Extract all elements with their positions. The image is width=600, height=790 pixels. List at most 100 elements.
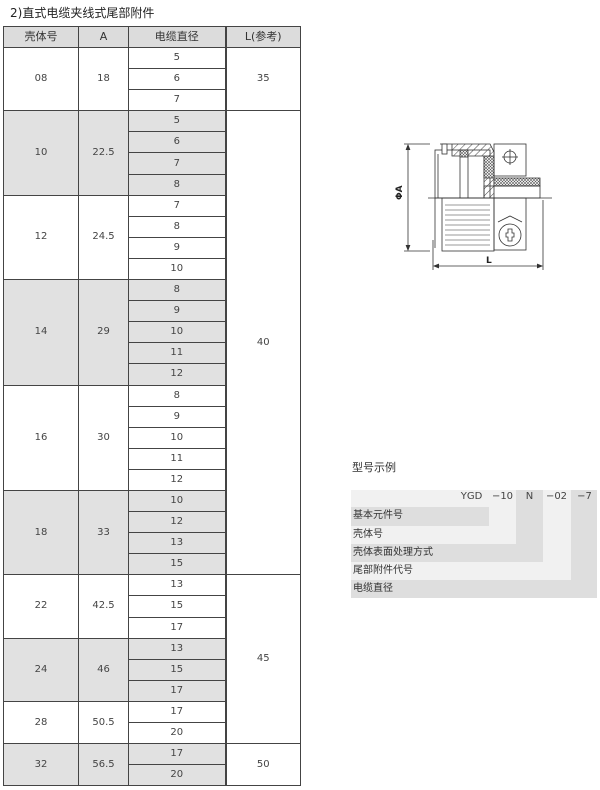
a-dimension-cell: 42.5	[78, 574, 129, 639]
a-dimension-cell: 24.5	[78, 194, 129, 281]
header-l: L(参考)	[224, 26, 301, 48]
shell-size-cell: 22	[3, 574, 79, 639]
l-reference-cell: 35	[224, 46, 301, 112]
dimension-a-label: ΦA	[395, 185, 405, 200]
shell-size-cell: 08	[3, 46, 79, 112]
shell-size-cell: 28	[3, 700, 79, 745]
table-row: 12	[4, 363, 301, 386]
a-dimension-cell: 18	[78, 46, 129, 112]
table-row: 17	[4, 679, 301, 702]
cable-diameter-cell: 15	[128, 658, 226, 681]
a-dimension-cell: 56.5	[78, 743, 129, 787]
cable-diameter-cell: 8	[128, 215, 226, 238]
a-dimension-cell: 30	[78, 384, 129, 491]
shell-size-cell: 14	[3, 279, 79, 386]
dimension-l-label: L	[486, 256, 492, 266]
cable-diameter-cell: 10	[128, 321, 226, 344]
table-row: 20	[4, 764, 301, 787]
label-cable-diameter: 电缆直径	[353, 583, 393, 594]
code-shell: −10	[491, 491, 514, 502]
label-surface-finish: 壳体表面处理方式	[353, 547, 433, 558]
shell-size-cell: 12	[3, 194, 79, 281]
cable-diameter-cell: 15	[128, 553, 226, 576]
cable-diameter-cell: 17	[128, 700, 226, 724]
table-row: 12	[4, 511, 301, 534]
cable-diameter-cell: 12	[128, 468, 226, 491]
table-row: 7	[4, 152, 301, 175]
cable-diameter-cell: 9	[128, 300, 226, 323]
header-shell: 壳体号	[3, 26, 79, 48]
model-example-title: 型号示例	[352, 461, 396, 474]
shell-size-cell: 32	[3, 743, 79, 787]
shell-size-cell: 18	[3, 489, 79, 576]
code-strip-shell	[489, 490, 516, 526]
cable-diameter-cell: 5	[128, 46, 226, 70]
code-finish: N	[525, 491, 534, 502]
connector-drawing-svg: ΦA L	[395, 143, 552, 270]
code-base: YGD	[460, 491, 483, 502]
label-row-bg	[351, 580, 597, 598]
cable-diameter-cell: 8	[128, 279, 226, 302]
cable-diameter-cell: 20	[128, 764, 226, 787]
cable-diameter-cell: 9	[128, 405, 226, 428]
cable-diameter-cell: 12	[128, 363, 226, 386]
label-row-bg	[351, 507, 489, 526]
cable-diameter-cell: 17	[128, 679, 226, 702]
label-row-bg	[351, 526, 516, 544]
cable-diameter-cell: 17	[128, 616, 226, 639]
label-accessory-code: 尾部附件代号	[353, 565, 413, 576]
cable-diameter-cell: 9	[128, 236, 226, 259]
table-row: 8	[4, 173, 301, 196]
header-a: A	[78, 26, 129, 48]
label-shell-size: 壳体号	[353, 529, 383, 540]
label-row-bg	[351, 562, 571, 580]
cable-diameter-cell: 10	[128, 489, 226, 513]
a-dimension-cell: 50.5	[78, 700, 129, 745]
table-header: 壳体号 A 电缆直径 L(参考)	[3, 26, 301, 48]
cable-diameter-cell: 17	[128, 743, 226, 766]
cable-diameter-cell: 12	[128, 511, 226, 534]
header-cable-diameter: 电缆直径	[128, 26, 226, 48]
a-dimension-cell: 33	[78, 489, 129, 576]
cable-diameter-cell: 7	[128, 194, 226, 217]
cable-diameter-cell: 13	[128, 574, 226, 597]
l-reference-cell: 45	[224, 574, 301, 745]
label-row-bg	[351, 544, 543, 562]
shell-size-cell: 10	[3, 110, 79, 196]
a-dimension-cell: 22.5	[78, 110, 129, 196]
label-base-part: 基本元件号	[353, 510, 403, 521]
cable-diameter-cell: 15	[128, 595, 226, 618]
l-reference-cell: 50	[224, 743, 301, 787]
cable-diameter-cell: 8	[128, 173, 226, 196]
connector-drawing: ΦA L	[390, 120, 570, 280]
cable-diameter-cell: 20	[128, 721, 226, 745]
cable-diameter-cell: 8	[128, 384, 226, 407]
cable-diameter-cell: 6	[128, 68, 226, 91]
cable-diameter-cell: 11	[128, 342, 226, 365]
cable-diameter-cell: 13	[128, 532, 226, 555]
cable-diameter-cell: 10	[128, 426, 226, 449]
shell-size-cell: 16	[3, 384, 79, 491]
l-reference-cell: 40	[224, 110, 301, 576]
cable-diameter-cell: 7	[128, 152, 226, 175]
code-strip-base	[351, 490, 489, 507]
code-cable: −7	[577, 491, 592, 502]
cable-diameter-cell: 13	[128, 637, 226, 660]
table-row: 9	[4, 300, 301, 323]
section-title: 2)直式电缆夹线式尾部附件	[10, 6, 155, 20]
cable-diameter-cell: 10	[128, 257, 226, 281]
cable-diameter-cell: 7	[128, 89, 226, 112]
a-dimension-cell: 46	[78, 637, 129, 702]
table-row: 6	[4, 131, 301, 154]
cable-diameter-cell: 6	[128, 131, 226, 154]
